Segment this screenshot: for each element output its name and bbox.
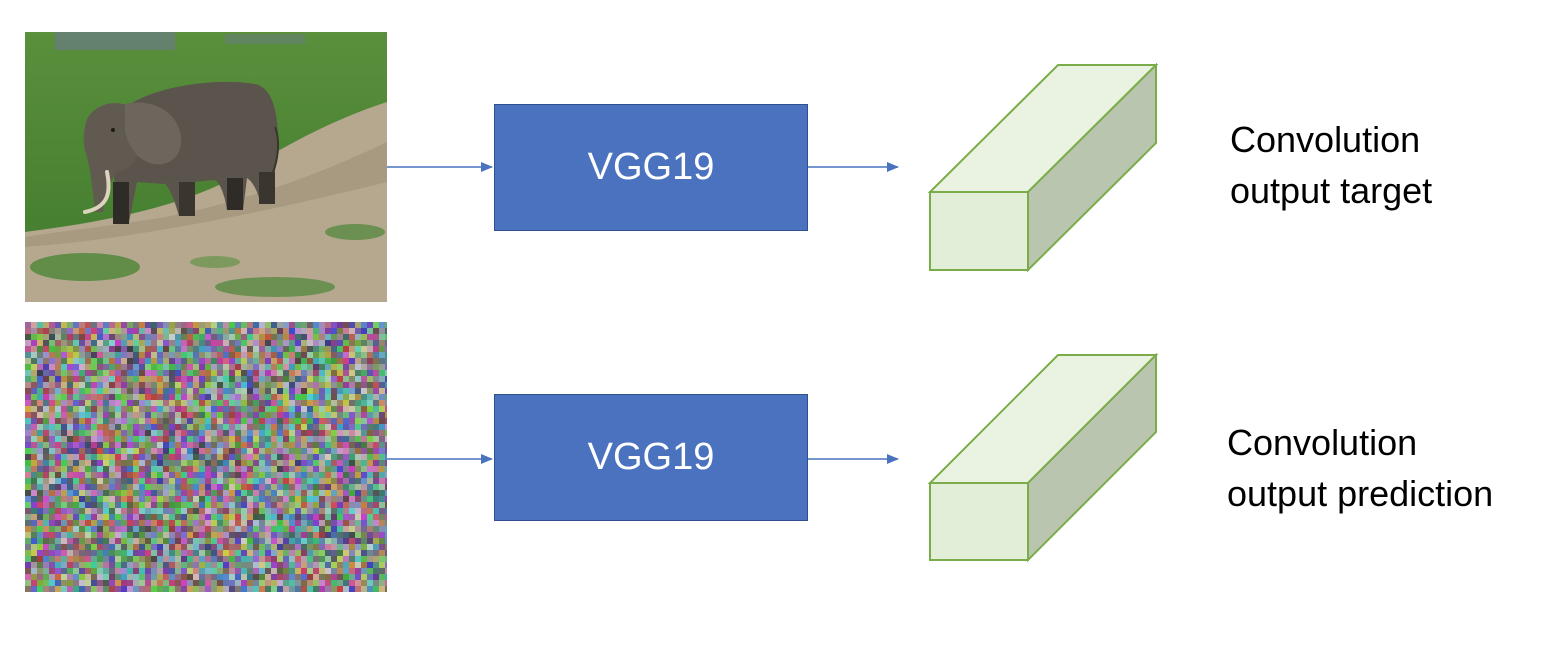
output-caption-bottom: Convolution output prediction bbox=[1227, 417, 1493, 519]
elephant-photo bbox=[25, 32, 387, 302]
output-tensor-top bbox=[927, 62, 1159, 273]
output-tensor-bottom bbox=[927, 352, 1159, 563]
vgg19-label-top: VGG19 bbox=[587, 146, 715, 188]
caption-top-line-1: Convolution bbox=[1230, 119, 1421, 160]
noise-image bbox=[25, 322, 387, 592]
caption-bottom-line-1: Convolution bbox=[1227, 422, 1418, 463]
vgg19-block-bottom: VGG19 bbox=[494, 394, 808, 521]
vgg19-label-bottom: VGG19 bbox=[587, 436, 715, 478]
output-caption-top: Convolution output target bbox=[1230, 114, 1432, 216]
vgg19-block-top: VGG19 bbox=[494, 104, 808, 231]
caption-top-line-2: output target bbox=[1230, 170, 1433, 211]
caption-bottom-line-2: output prediction bbox=[1227, 473, 1494, 514]
